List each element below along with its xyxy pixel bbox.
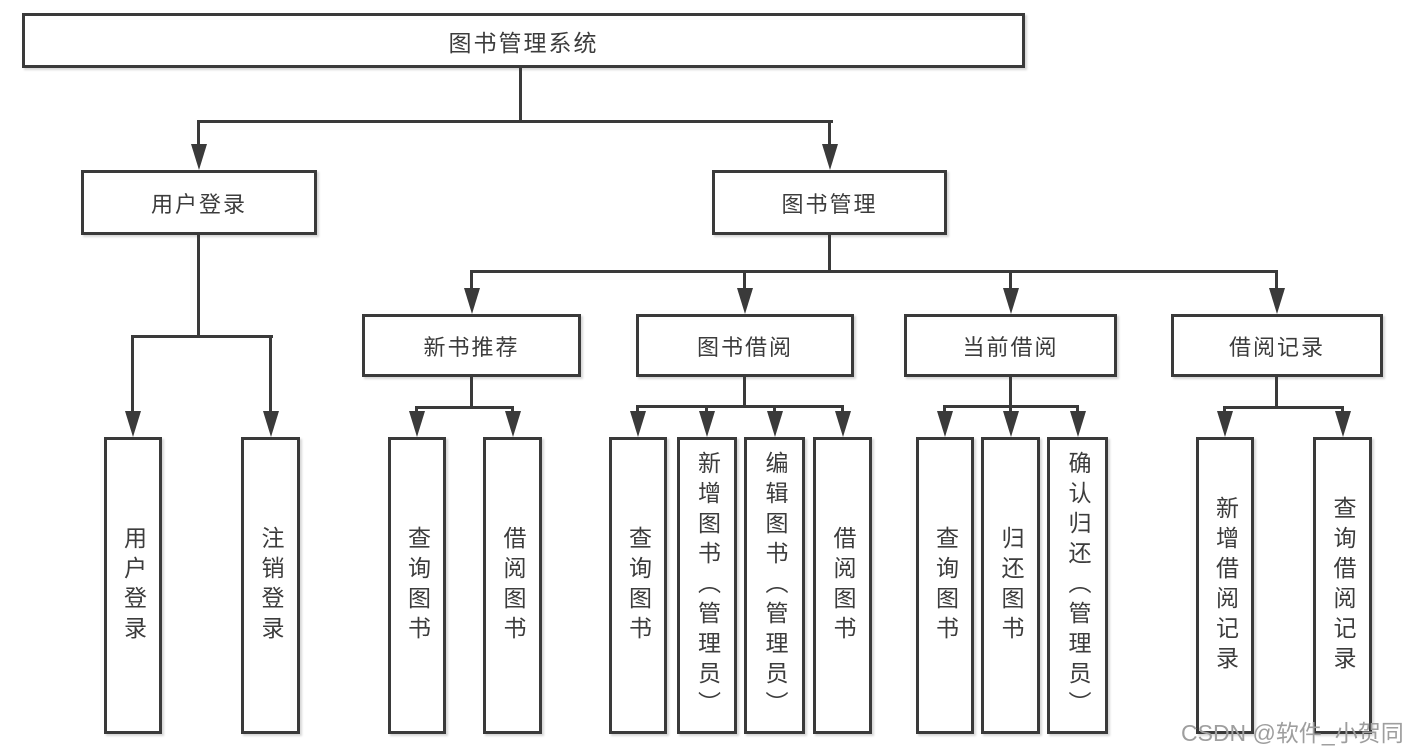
arrow-down-icon	[828, 120, 831, 144]
node-nbr-borrow-books: 借阅图书	[483, 437, 542, 734]
node-cb-return-books: 归还图书	[981, 437, 1040, 734]
node-leaf-user-login: 用户登录	[104, 437, 162, 734]
connector-current-borrow-stem	[1009, 377, 1012, 405]
node-bb-add-books: 新增图书（管理员）	[677, 437, 737, 734]
node-new-book-recommend: 新书推荐	[362, 314, 581, 377]
arrow-down-icon	[743, 270, 746, 288]
node-br-add-record: 新增借阅记录	[1196, 437, 1254, 734]
connector-borrow-record-stem	[1275, 377, 1278, 406]
node-leaf-logout: 注销登录	[241, 437, 300, 734]
arrow-down-icon	[1275, 270, 1278, 288]
arrow-down-icon	[1009, 270, 1012, 288]
arrow-down-icon	[197, 120, 200, 144]
connector-book-borrow-hline	[636, 405, 844, 408]
arrow-down-icon	[1223, 406, 1226, 411]
arrow-down-icon	[415, 406, 418, 411]
arrow-down-icon	[1009, 405, 1012, 411]
arrow-down-icon	[470, 270, 473, 288]
arrow-down-icon	[943, 405, 946, 411]
connector-new-book-recommend-hline	[415, 406, 514, 409]
connector-user-login-stem	[197, 235, 200, 335]
arrow-down-icon	[773, 405, 776, 411]
arrow-down-icon	[636, 405, 639, 411]
connector-book-management-hline	[470, 270, 1278, 273]
arrow-down-icon	[131, 335, 134, 411]
arrow-down-icon	[269, 335, 272, 411]
node-library-management-system: 图书管理系统	[22, 13, 1025, 68]
node-book-management: 图书管理	[712, 170, 947, 235]
node-bb-borrow-books: 借阅图书	[813, 437, 872, 734]
node-bb-query-books: 查询图书	[609, 437, 667, 734]
node-cb-confirm-return: 确认归还（管理员）	[1047, 437, 1108, 734]
arrow-down-icon	[1076, 405, 1079, 411]
connector-new-book-recommend-stem	[470, 377, 473, 406]
node-bb-edit-books: 编辑图书（管理员）	[744, 437, 805, 734]
csdn-watermark: CSDN @软件_小贺同学	[1181, 720, 1405, 746]
connector-root-hline	[197, 120, 833, 123]
node-user-login: 用户登录	[81, 170, 317, 235]
node-cb-query-books: 查询图书	[916, 437, 974, 734]
arrow-down-icon	[841, 405, 844, 411]
node-book-borrow: 图书借阅	[636, 314, 854, 377]
connector-user-login-hline	[131, 335, 273, 338]
connector-root-stem	[519, 68, 522, 120]
connector-book-management-stem	[828, 235, 831, 270]
node-nbr-query-books: 查询图书	[388, 437, 446, 734]
connector-borrow-record-hline	[1223, 406, 1344, 409]
node-br-query-record: 查询借阅记录	[1313, 437, 1372, 734]
connector-book-borrow-stem	[743, 377, 746, 405]
node-current-borrow: 当前借阅	[904, 314, 1117, 377]
arrow-down-icon	[1341, 406, 1344, 411]
node-borrow-record: 借阅记录	[1171, 314, 1383, 377]
arrow-down-icon	[705, 405, 708, 411]
arrow-down-icon	[511, 406, 514, 411]
